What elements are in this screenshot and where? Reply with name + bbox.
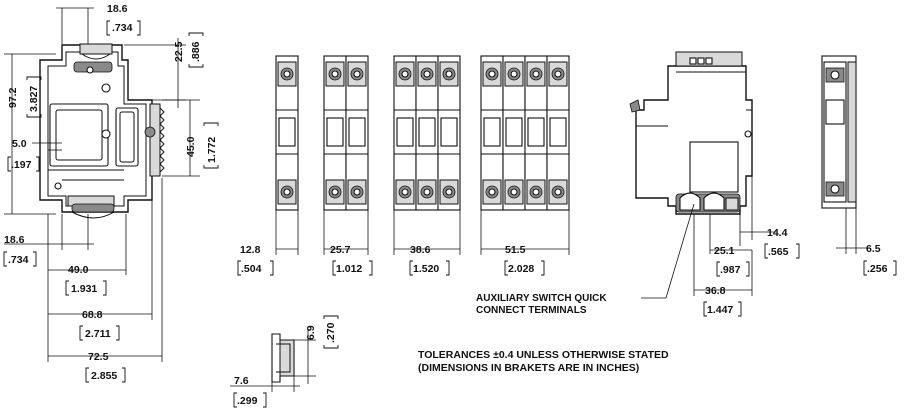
breaker-pole xyxy=(546,55,570,211)
pole-handle xyxy=(348,117,366,147)
aux-view-dimensions: 14.4 .565 25.1 .987 36.8 1.447 AUXILIARY… xyxy=(476,176,800,317)
breaker-pole xyxy=(323,55,347,211)
breaker-pole xyxy=(480,55,504,211)
front-2-in: 1.012 xyxy=(336,263,362,275)
aux-callout-line2: CONNECT TERMINALS xyxy=(476,305,587,316)
top-screw-head xyxy=(554,70,562,78)
width-68-mm: 68.8 xyxy=(82,309,103,321)
detail-height-mm: 6.9 xyxy=(305,325,317,340)
front-4-mm: 51.5 xyxy=(505,244,526,256)
pole-handle xyxy=(278,117,296,147)
bottom-screw-head xyxy=(488,188,496,196)
front-views xyxy=(275,55,570,255)
breaker-pole xyxy=(524,55,548,211)
bottom-screw-head xyxy=(554,188,562,196)
bottom-screw-head xyxy=(353,188,361,196)
front-view-dimensions: 12.8 .504 25.7 1.012 38.6 1.520 51.5 2.0… xyxy=(237,244,545,276)
top-offset-mm: 22.5 xyxy=(173,41,185,62)
detail-view: 6.9 .270 7.6 .299 xyxy=(230,315,339,408)
detail-height-in: .270 xyxy=(325,322,337,343)
bottom-screw-head xyxy=(331,188,339,196)
side-view-dimensions: 18.6 .734 22.5 .886 97.2 3.827 5.0 .197 … xyxy=(3,3,219,383)
aux-view xyxy=(629,51,753,215)
bottom-screw-head xyxy=(283,188,291,196)
top-screw-head xyxy=(445,70,453,78)
aux-dim-a-in: .565 xyxy=(768,246,789,258)
front-2-mm: 25.7 xyxy=(330,244,351,256)
pole-handle xyxy=(549,117,567,147)
breaker-pole xyxy=(502,55,526,211)
slot-width-mm: 5.0 xyxy=(12,138,27,150)
front-4-in: 2.028 xyxy=(508,263,534,275)
top-screw-head xyxy=(488,70,496,78)
pole-handle xyxy=(418,117,436,147)
height-in: 3.827 xyxy=(28,86,40,112)
aux-dim-b-in: .987 xyxy=(720,264,741,276)
top-screw-head xyxy=(401,70,409,78)
notes: TOLERANCES ±0.4 UNLESS OTHERWISE STATED … xyxy=(418,349,669,374)
breaker-pole xyxy=(415,55,439,211)
top-screw-head xyxy=(532,70,540,78)
front-1-mm: 12.8 xyxy=(240,244,261,256)
aux-dim-a-mm: 14.4 xyxy=(767,227,788,239)
breaker-3-pole xyxy=(393,55,461,255)
rail-height-in: 1.772 xyxy=(206,137,218,163)
units-note: (DIMENSIONS IN BRAKETS ARE IN INCHES) xyxy=(418,362,639,374)
pole-handle xyxy=(483,117,501,147)
thin-view: 6.5 .256 xyxy=(821,55,897,276)
height-mm: 97.2 xyxy=(7,87,19,108)
bottom-screw-head xyxy=(401,188,409,196)
bottom-screw-head xyxy=(423,188,431,196)
breaker-1-pole xyxy=(275,55,299,255)
top-width-in: .734 xyxy=(112,22,133,34)
top-screw-head xyxy=(283,70,291,78)
top-screw-head xyxy=(331,70,339,78)
detail-width-mm: 7.6 xyxy=(234,375,249,387)
pole-handle xyxy=(505,117,523,147)
bottom-screw-head xyxy=(532,188,540,196)
bottom-width-in: .734 xyxy=(8,254,29,266)
pole-handle xyxy=(396,117,414,147)
top-screw-head xyxy=(510,70,518,78)
front-3-in: 1.520 xyxy=(413,263,439,275)
bottom-screw-head xyxy=(445,188,453,196)
top-screw-head xyxy=(353,70,361,78)
bottom-screw-head xyxy=(510,188,518,196)
width-72-in: 2.855 xyxy=(91,370,117,382)
breaker-pole xyxy=(437,55,461,211)
bottom-width-mm: 18.6 xyxy=(4,234,25,246)
breaker-2-pole xyxy=(323,55,369,255)
pole-handle xyxy=(527,117,545,147)
top-offset-in: .886 xyxy=(190,41,202,62)
rail-height-mm: 45.0 xyxy=(185,136,197,157)
breaker-pole xyxy=(345,55,369,211)
top-width-mm: 18.6 xyxy=(107,3,128,15)
thin-mm: 6.5 xyxy=(866,243,881,255)
side-view xyxy=(39,43,165,219)
width-68-in: 2.711 xyxy=(85,328,111,340)
top-screw-head xyxy=(423,70,431,78)
front-1-in: .504 xyxy=(241,263,262,275)
slot-width-in: .197 xyxy=(11,159,32,171)
width-49-in: 1.931 xyxy=(71,283,97,295)
aux-dim-b-mm: 25.1 xyxy=(714,245,735,257)
pole-handle xyxy=(326,117,344,147)
width-72-mm: 72.5 xyxy=(88,351,109,363)
width-49-mm: 49.0 xyxy=(68,264,89,276)
thin-in: .256 xyxy=(867,263,888,275)
breaker-pole xyxy=(393,55,417,211)
detail-width-in: .299 xyxy=(237,395,258,407)
aux-dim-c-mm: 36.8 xyxy=(705,285,726,297)
aux-dim-c-in: 1.447 xyxy=(707,304,733,316)
breaker-4-pole xyxy=(480,55,570,255)
aux-callout-line1: AUXILIARY SWITCH QUICK xyxy=(476,293,607,304)
pole-handle xyxy=(440,117,458,147)
tolerance-note: TOLERANCES ±0.4 UNLESS OTHERWISE STATED xyxy=(418,349,669,361)
front-3-mm: 38.6 xyxy=(410,244,431,256)
breaker-pole xyxy=(275,55,299,211)
